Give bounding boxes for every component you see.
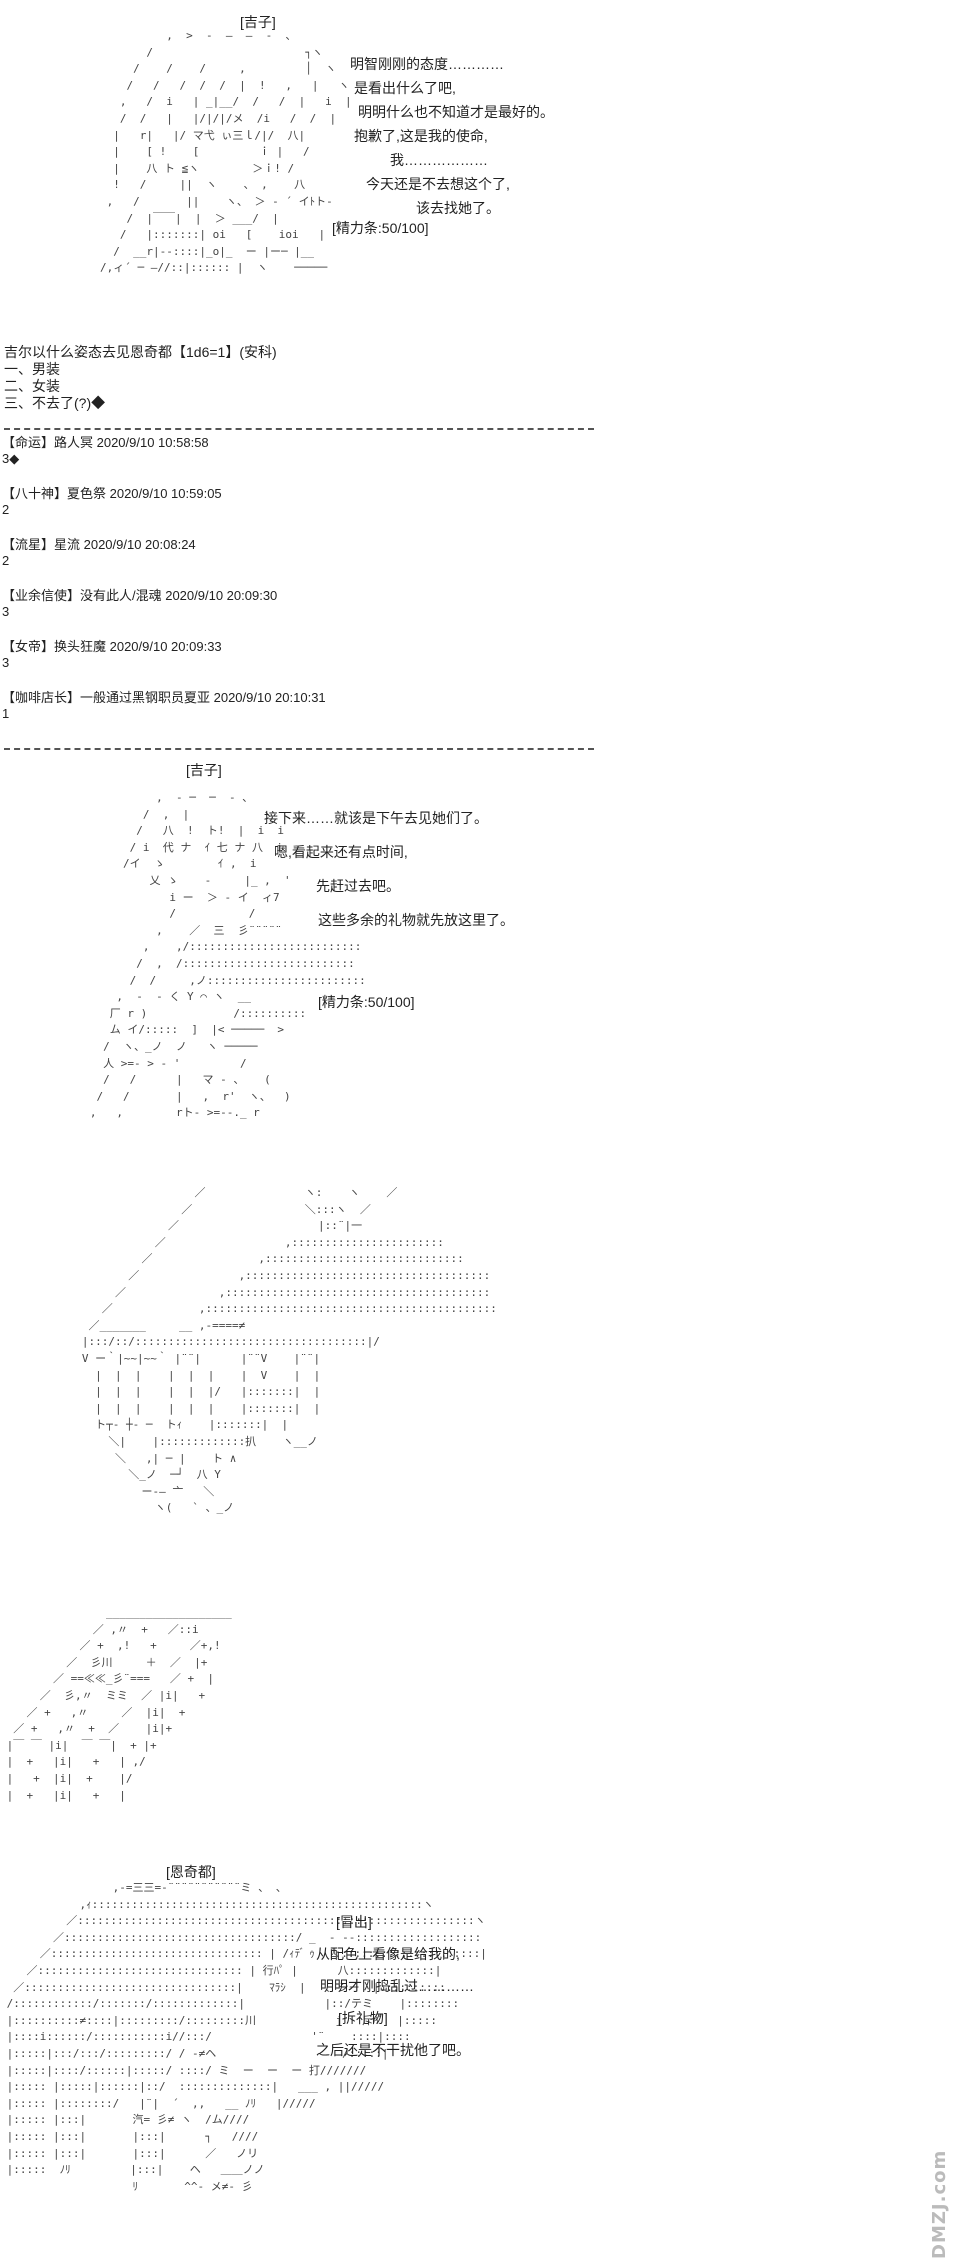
speaker-label: [吉子]	[240, 14, 276, 30]
energy-bar-text: [精力条:50/100]	[318, 994, 415, 1010]
dialogue-line: 该去找她了。	[416, 200, 500, 216]
dialogue-line: 我………………	[390, 152, 488, 168]
site-watermark: DMZJ.com	[929, 2149, 950, 2259]
action-tag: [拆礼物]	[338, 2010, 388, 2026]
reply-post: 【八十神】夏色祭 2020/9/10 10:59:05 2	[2, 485, 326, 518]
ascii-art-yoshiko-1: , > - ― ― - 、 / ┐ヽ / / / , │ ヽ / / / / /…	[100, 29, 352, 275]
dialogue-line: 明明才刚捣乱过…………	[320, 1978, 474, 1994]
reply-thread: 【命运】路人冥 2020/9/10 10:58:58 3◆ 【八十神】夏色祭 2…	[2, 434, 326, 740]
dialogue-block: 明智刚刚的态度………… 是看出什么了吧, 明明什么也不知道才是最好的。 抱歉了,…	[332, 52, 554, 240]
dialogue-block: 接下来……就该是下午去见她们了。 嗯,看起来还有点时间, 先赶过去吧。 这些多余…	[264, 806, 514, 1014]
reply-post: 【女帝】换头狂魔 2020/9/10 20:09:33 3	[2, 638, 326, 671]
energy-bar-text: [精力条:50/100]	[332, 220, 429, 236]
dialogue-line: 这些多余的礼物就先放这里了。	[318, 912, 514, 928]
reply-body: 3	[2, 655, 10, 670]
dialogue-block: [冒出] 从配色上看像是给我的, 明明才刚捣乱过………… [拆礼物] 之后还是不…	[316, 1910, 474, 2062]
vote-option: 一、男装	[4, 361, 60, 377]
reply-body: 2	[2, 502, 10, 517]
reply-body: 3	[2, 604, 10, 619]
reply-header: 【咖啡店长】一般通过黑钢职员夏亚 2020/9/10 20:10:31	[2, 690, 326, 705]
ascii-art-bench: ／ ヽ: ヽ ／ ／ ＼:::ヽ ／ ／ |::¨|一 ／ ,:::::::::…	[81, 1186, 497, 1515]
dialogue-line: 明智刚刚的态度…………	[350, 56, 504, 72]
reply-header: 【业余信使】没有此人/混魂 2020/9/10 20:09:30	[2, 588, 278, 603]
ascii-art-gift-box: ___________________ ／ ,〃 + ／::i ／ + ,! +…	[6, 1606, 232, 1802]
vote-prompt: 吉尔以什么姿态去见恩奇都【1d6=1】(安科) 一、男装 二、女装 三、不去了(…	[4, 344, 277, 412]
reply-body: 2	[2, 553, 10, 568]
divider	[4, 748, 594, 750]
reply-post: 【业余信使】没有此人/混魂 2020/9/10 20:09:30 3	[2, 587, 326, 620]
reply-post: 【命运】路人冥 2020/9/10 10:58:58 3◆	[2, 434, 326, 467]
ascii-art-enkidu: ,‐=三三=‐¨¨¨¨¨¨¨¨¨¨¨ミ 、 、 ,ｨ::::::::::::::…	[6, 1881, 487, 2193]
vote-question: 吉尔以什么姿态去见恩奇都【1d6=1】(安科)	[4, 344, 277, 360]
reply-body: 3◆	[2, 451, 20, 466]
reply-post: 【咖啡店长】一般通过黑钢职员夏亚 2020/9/10 20:10:31 1	[2, 689, 326, 722]
reply-header: 【流星】星流 2020/9/10 20:08:24	[2, 537, 196, 552]
dialogue-line: 嗯,看起来还有点时间,	[274, 844, 408, 860]
reply-body: 1	[2, 706, 10, 721]
reply-header: 【八十神】夏色祭 2020/9/10 10:59:05	[2, 486, 222, 501]
action-tag: [冒出]	[336, 1914, 372, 1930]
dialogue-line: 从配色上看像是给我的,	[316, 1946, 460, 1962]
reply-header: 【女帝】换头狂魔 2020/9/10 20:09:33	[2, 639, 222, 654]
speaker-label: [恩奇都]	[166, 1864, 216, 1880]
dialogue-line: 之后还是不干扰他了吧。	[316, 2042, 470, 2058]
divider	[4, 428, 594, 430]
dialogue-line: 接下来……就该是下午去见她们了。	[264, 810, 488, 826]
reply-post: 【流星】星流 2020/9/10 20:08:24 2	[2, 536, 326, 569]
vote-option: 三、不去了(?)◆	[4, 395, 106, 411]
dialogue-line: 先赶过去吧。	[316, 878, 400, 894]
dialogue-line: 今天还是不去想这个了,	[366, 176, 510, 192]
dialogue-line: 明明什么也不知道才是最好的。	[358, 104, 554, 120]
dialogue-line: 是看出什么了吧,	[354, 80, 456, 96]
reply-header: 【命运】路人冥 2020/9/10 10:58:58	[2, 435, 209, 450]
vote-option: 二、女装	[4, 378, 60, 394]
dialogue-line: 抱歉了,这是我的使命,	[354, 128, 488, 144]
speaker-label: [吉子]	[186, 762, 222, 778]
ascii-art-yoshiko-2: , ‐ ─ ─ ‐ 、 / , | ヽ / 八 ! ト! | i i / i 代…	[89, 791, 366, 1120]
